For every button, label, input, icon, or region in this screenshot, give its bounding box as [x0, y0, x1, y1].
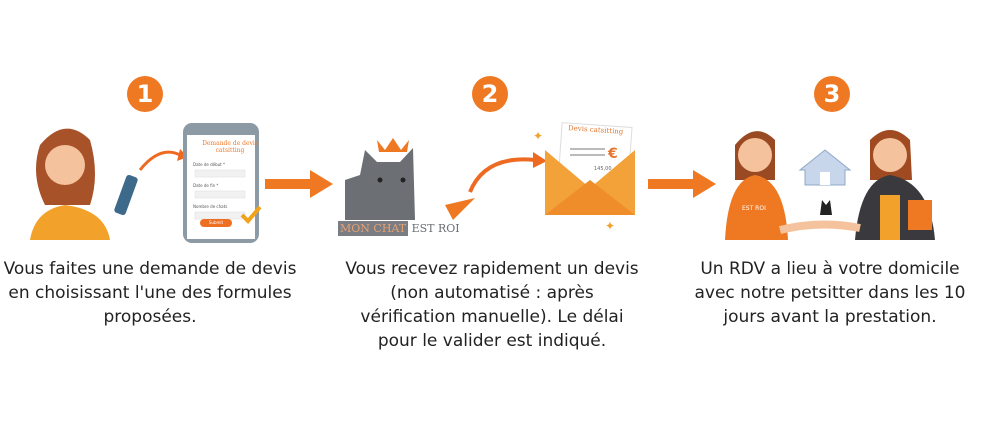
- svg-text:✦: ✦: [533, 129, 543, 143]
- arrow-right-icon: [265, 170, 333, 198]
- quote-amount: 145,00: [594, 166, 612, 172]
- phone-submit-button: Submit: [200, 219, 232, 227]
- arrow-right-icon: [648, 170, 716, 198]
- mon-chat-est-roi-logo: MON CHAT EST ROI: [338, 221, 460, 236]
- phone-form-title: Demande de devis catsitting: [202, 140, 258, 154]
- step-1-description: Vous faites une demande de devis en choi…: [3, 259, 297, 327]
- handshake-meeting-illustration: EST ROI: [725, 130, 935, 240]
- svg-text:EST ROI: EST ROI: [742, 205, 766, 212]
- step-2-badge: 2: [472, 76, 508, 112]
- euro-icon: €: [608, 146, 618, 162]
- phone-field-start-label: Date de début *: [193, 162, 226, 167]
- step-3-description: Un RDV a lieu à votre domicile avec notr…: [694, 259, 966, 327]
- step-3-badge: 3: [814, 76, 850, 112]
- step-2-description: Vous recevez rapidement un devis (non au…: [345, 259, 639, 351]
- svg-text:✦: ✦: [605, 219, 615, 233]
- phone-field-end-label: Date de fin *: [193, 183, 219, 188]
- step-1-badge: 1: [127, 76, 163, 112]
- woman-with-phone-illustration: [30, 123, 262, 243]
- phone-field-cats-label: Nombre de chats: [193, 204, 228, 209]
- logo-and-envelope-illustration: ✦ ✦: [345, 122, 635, 233]
